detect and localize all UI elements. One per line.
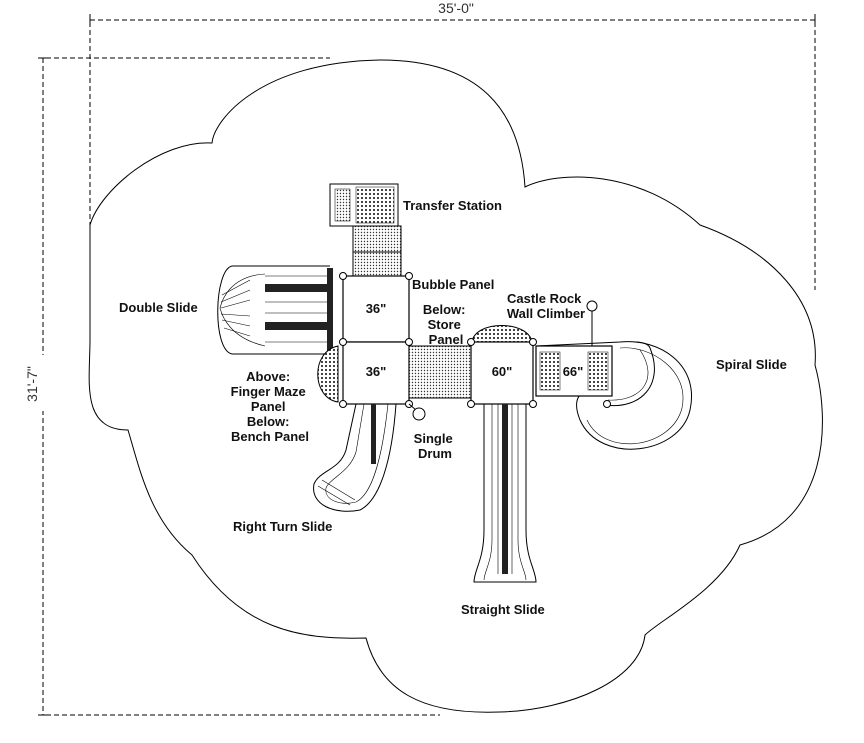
store-panel-bridge [408, 345, 472, 399]
label-castle-rock: Castle Rock Wall Climber [507, 291, 585, 321]
height-dimension-label: 31'-7" [24, 366, 40, 402]
width-dimension-label: 35'-0" [438, 0, 474, 16]
deck-left-lower [342, 341, 410, 405]
label-finger-maze-bench: Above: Finger Maze Panel Below: Bench Pa… [231, 369, 310, 444]
deck-right-pattern-right [587, 351, 609, 391]
finger-maze-panel [317, 345, 339, 403]
height-dimension: 31'-7" [24, 57, 440, 716]
label-single-drum: Single Drum [414, 431, 457, 461]
label-straight-slide: Straight Slide [461, 602, 545, 617]
right-turn-slide [313, 403, 397, 512]
transfer-station [329, 183, 402, 277]
single-drum [408, 403, 426, 421]
label-spiral-slide: Spiral Slide [716, 357, 787, 372]
label-bubble-panel: Bubble Panel [412, 277, 494, 292]
label-below-store-panel: Below: Store Panel [423, 302, 469, 347]
deck-right-pattern-left [539, 351, 561, 391]
use-zone-boundary [88, 59, 823, 713]
deck-center-label: 60" [492, 364, 513, 379]
deck-left-lower-label: 36" [366, 364, 387, 379]
label-double-slide: Double Slide [119, 300, 198, 315]
label-right-turn-slide: Right Turn Slide [233, 519, 332, 534]
straight-slide [473, 404, 537, 583]
climber-pole-cap [586, 300, 598, 312]
spiral-slide-deck [535, 341, 692, 450]
double-slide [217, 265, 333, 355]
deck-center [470, 341, 534, 405]
deck-left-upper-label: 36" [366, 301, 387, 316]
label-transfer-station: Transfer Station [403, 198, 502, 213]
castle-rock-wall-climber [471, 325, 533, 343]
deck-left-upper [342, 275, 410, 343]
width-dimension: 35'-0" [89, 0, 816, 290]
deck-right-label: 66" [563, 364, 584, 379]
